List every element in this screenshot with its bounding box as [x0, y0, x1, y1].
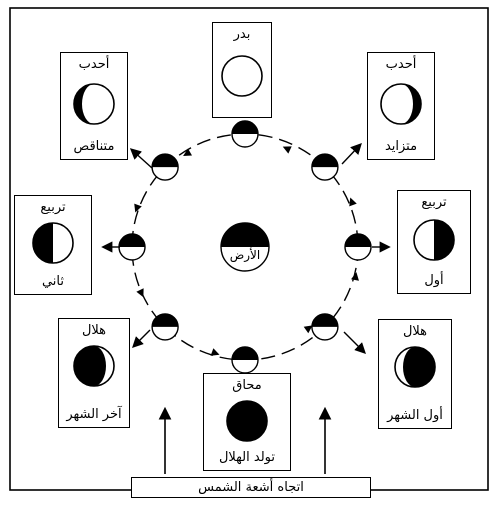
orbit-direction-arrows — [134, 146, 359, 356]
arrow-to-waning-gibbous — [129, 148, 153, 169]
moon-shadow — [74, 346, 106, 386]
moon-shadow — [403, 347, 435, 387]
phase-label-bottom: متناقص — [73, 139, 115, 154]
orbit-moon — [151, 153, 179, 181]
orbit-arrow-5 — [282, 146, 292, 154]
phase-label-top: تربيع — [421, 195, 447, 210]
orbit-moon — [311, 313, 339, 341]
waxing-gibbous-moon-icon — [380, 83, 422, 125]
orbit-arrow-7 — [134, 203, 142, 213]
arrow-to-waxing-crescent — [343, 331, 366, 354]
orbit-arrow-8 — [136, 288, 144, 298]
phase-label-bottom: متزايد — [384, 139, 418, 154]
moon-shadow — [401, 84, 421, 124]
moon-shadow — [434, 220, 454, 260]
moon-shadow — [74, 84, 94, 124]
phase-label-bottom: أول الشهر — [387, 408, 443, 423]
phase-box-new: محاق تولد الهلال — [203, 373, 291, 471]
phase-label-top: هلال — [402, 324, 428, 339]
third-quarter-moon-icon — [32, 222, 74, 264]
sunlight-arrows — [158, 406, 332, 474]
earth-label: الأرض — [229, 248, 261, 262]
phase-label-bottom: أول — [424, 273, 444, 288]
phase-label-top: أحدب — [78, 57, 110, 72]
orbit-moon — [151, 313, 179, 341]
orbit-moon — [344, 233, 372, 261]
waxing-crescent-moon-icon — [394, 346, 436, 388]
phase-label-top: محاق — [232, 378, 262, 393]
orbit-moon — [311, 153, 339, 181]
phase-label-bottom: آخر الشهر — [66, 407, 122, 422]
orbit-moons — [118, 120, 372, 374]
phase-box-full: بدر — [212, 22, 272, 118]
sun-rays-label: اتجاه أشعة الشمس — [131, 477, 371, 498]
waning-crescent-moon-icon — [73, 345, 115, 387]
phase-box-waning-crescent: هلال آخر الشهر — [58, 318, 130, 428]
phase-label-top: هلال — [81, 323, 107, 338]
moon-shadow — [33, 223, 53, 263]
phase-box-waxing-gibbous: أحدب متزايد — [367, 52, 435, 160]
earth — [220, 222, 270, 272]
phase-box-waning-gibbous: أحدب متناقص — [60, 52, 128, 160]
phase-label-bottom: ثاني — [41, 274, 65, 289]
phase-label-top: أحدب — [385, 57, 417, 72]
orbit-arrow-1 — [210, 348, 220, 356]
arrow-to-waning-crescent — [132, 329, 151, 348]
orbit-arrow-6 — [183, 148, 192, 156]
phase-label-bottom: تولد الهلال — [218, 450, 276, 465]
phase-box-waxing-crescent: هلال أول الشهر — [378, 319, 452, 429]
phase-box-first-quarter: تربيع أول — [397, 190, 471, 294]
new-moon-icon — [226, 400, 268, 442]
first-quarter-moon-icon — [413, 219, 455, 261]
phase-box-third-quarter: تربيع ثاني — [14, 195, 92, 295]
orbit-arrow-4 — [349, 197, 357, 207]
orbit-moon — [118, 233, 146, 261]
arrow-to-waxing-gibbous — [341, 142, 362, 165]
orbit-arrow-2 — [303, 325, 313, 334]
phase-label-top: بدر — [233, 27, 251, 42]
moon-shadow — [227, 401, 267, 441]
orbit-arrow-3 — [351, 272, 359, 281]
phase-label-top: تربيع — [40, 200, 66, 215]
pointer-arrows — [101, 142, 391, 354]
orbit-moon — [231, 346, 259, 374]
orbit-moon — [231, 120, 259, 148]
full-moon-icon — [221, 55, 263, 97]
waning-gibbous-moon-icon — [73, 83, 115, 125]
